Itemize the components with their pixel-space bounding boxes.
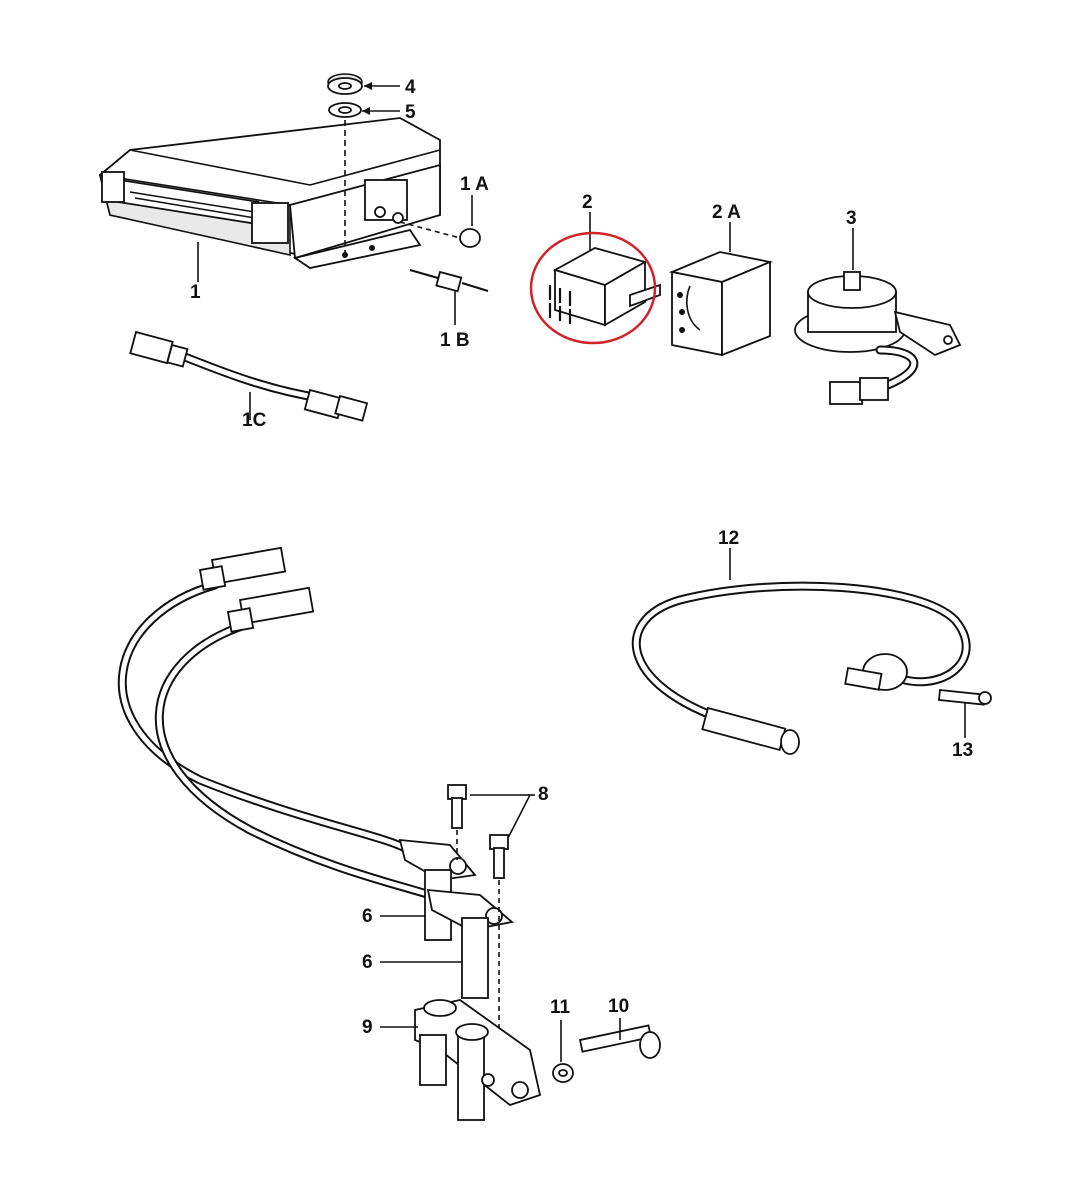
- module-2a: [668, 222, 774, 357]
- label-1: 1: [190, 282, 201, 303]
- pin-1b: [409, 268, 489, 325]
- relay-2: [529, 212, 661, 345]
- label-2: 2: [582, 192, 593, 213]
- label-5: 5: [405, 102, 416, 123]
- label-1c: 1C: [242, 410, 267, 431]
- sensor-6a: [398, 838, 477, 941]
- ecu-connector: [101, 171, 289, 244]
- label-6a: 6: [362, 906, 373, 927]
- label-12: 12: [718, 528, 739, 549]
- sensor-cables: [117, 546, 435, 900]
- sensor-6b: [426, 888, 515, 999]
- bolt-10: [578, 1018, 661, 1059]
- sensor-13: [844, 653, 992, 738]
- relay-pins: [548, 285, 572, 324]
- bracket-9: [380, 999, 542, 1121]
- label-10: 10: [608, 996, 629, 1017]
- label-2a: 2 A: [712, 202, 741, 223]
- label-1a: 1 A: [460, 174, 489, 195]
- sensor-cable-12: [631, 548, 971, 755]
- washer: [328, 102, 362, 118]
- washer-11: [552, 1020, 574, 1083]
- label-4: 4: [405, 77, 416, 98]
- label-3: 3: [846, 208, 857, 229]
- screw-8b: [489, 834, 509, 1060]
- cap-1a: [399, 195, 481, 248]
- label-11: 11: [550, 997, 571, 1018]
- control-unit: [98, 117, 441, 269]
- label-9: 9: [362, 1017, 373, 1038]
- label-13: 13: [952, 740, 973, 761]
- label-1b: 1 B: [440, 330, 470, 351]
- label-8: 8: [538, 784, 549, 805]
- screw-8a: [447, 784, 467, 860]
- motor-3: [794, 228, 962, 405]
- harness-1c: [129, 330, 369, 422]
- label-6b: 6: [362, 952, 373, 973]
- highlight-circle: [529, 231, 657, 345]
- nut: [327, 73, 363, 95]
